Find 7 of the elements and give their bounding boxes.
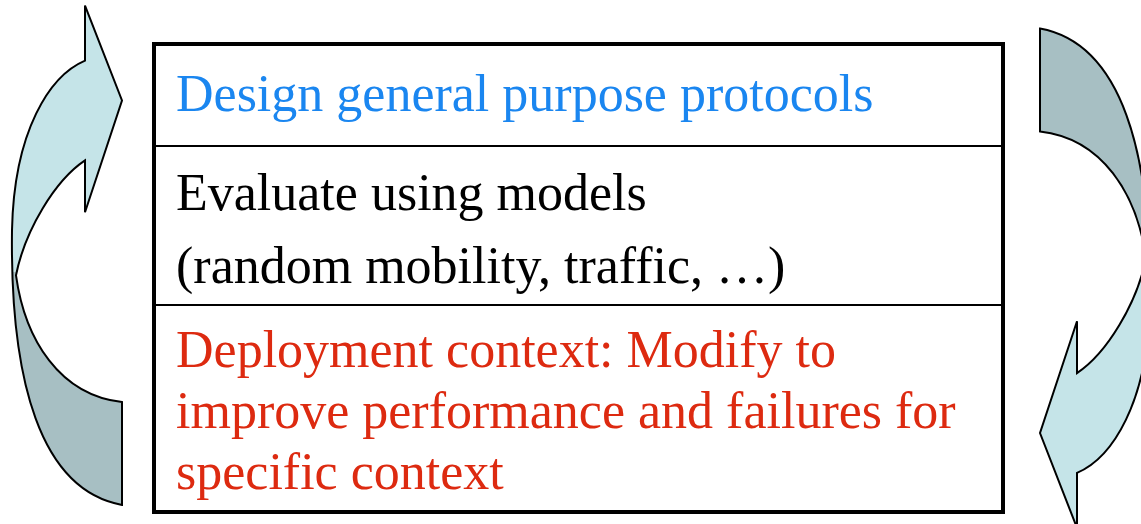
row-text: Deployment context: Modify to improve performance and failures for specific context: [176, 320, 957, 502]
table-frame: [152, 42, 1005, 514]
row-text: Evaluate using models: [176, 163, 648, 223]
row-text: Design general purpose protocols: [176, 64, 875, 124]
curved-block-arrow: [11, 4, 123, 506]
row-text: (random mobility, traffic, …): [176, 235, 787, 296]
curved-block-arrow: [1039, 27, 1141, 524]
